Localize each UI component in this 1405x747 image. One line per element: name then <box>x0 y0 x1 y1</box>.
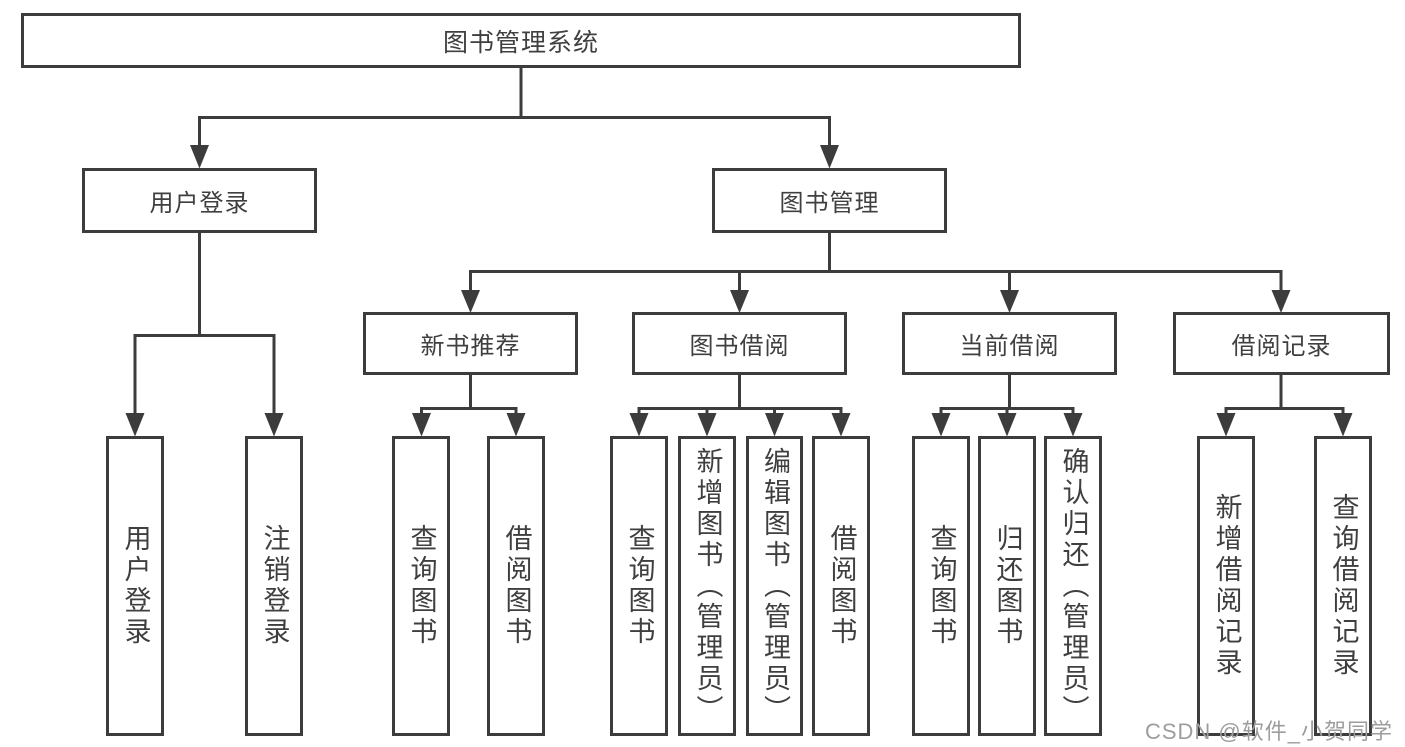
arrow-down-icon <box>461 290 480 313</box>
arrow-down-icon <box>1216 413 1236 437</box>
connector-line <box>939 374 1075 414</box>
arrow-down-icon <box>997 413 1017 437</box>
arrow-down-icon <box>931 413 951 437</box>
node-current-query-book: 查询图书 <box>912 436 970 736</box>
arrow-down-icon <box>730 290 749 313</box>
node-label: 图书管理 <box>779 190 880 217</box>
node-label: 注销登录 <box>259 524 290 648</box>
node-current-borrow: 当前借阅 <box>902 312 1117 375</box>
arrow-down-icon <box>264 413 284 437</box>
node-label: 查询图书 <box>406 524 437 648</box>
arrow-down-icon <box>629 413 649 437</box>
arrow-down-icon <box>697 413 717 437</box>
node-record-add-borrow-record: 新增借阅记录 <box>1197 436 1255 736</box>
connector-line <box>199 68 830 119</box>
node-borrow-borrow-book: 借阅图书 <box>812 436 870 736</box>
node-record-query-borrow-record: 查询借阅记录 <box>1314 436 1372 736</box>
node-leaf-user-login: 用户登录 <box>106 436 164 736</box>
node-current-return-book: 归还图书 <box>978 436 1036 736</box>
arrow-down-icon <box>831 413 851 437</box>
arrow-down-icon <box>1000 290 1019 313</box>
connector-line <box>133 233 276 414</box>
node-label: 查询借阅记录 <box>1328 493 1359 679</box>
node-label: 查询图书 <box>926 524 957 648</box>
arrow-down-icon <box>765 413 784 437</box>
arrow-down-icon <box>125 413 145 437</box>
node-label: 借阅图书 <box>826 524 857 648</box>
node-label: 新书推荐 <box>420 333 521 360</box>
node-label: 用户登录 <box>120 524 151 648</box>
node-label: 归还图书 <box>992 524 1023 648</box>
node-label: 新增借阅记录 <box>1211 493 1242 679</box>
node-borrow-edit-book-admin: 编辑图书（管理员） <box>746 436 803 736</box>
arrow-down-icon <box>1063 413 1083 437</box>
node-label: 借阅图书 <box>501 524 532 648</box>
arrow-down-icon <box>1333 413 1353 437</box>
node-borrow-query-book: 查询图书 <box>610 436 668 736</box>
node-label: 查询图书 <box>624 524 655 648</box>
node-label: 编辑图书（管理员） <box>760 446 790 726</box>
arrow-down-icon <box>506 413 526 437</box>
node-user-login: 用户登录 <box>82 168 317 233</box>
node-label: 确认归还（管理员） <box>1058 446 1089 726</box>
connector-line <box>637 374 843 414</box>
arrow-down-icon <box>412 413 431 437</box>
node-label: 当前借阅 <box>959 333 1060 360</box>
node-label: 用户登录 <box>149 190 250 217</box>
csdn-watermark: CSDN @软件_小贺同学 <box>1144 719 1393 744</box>
node-newbook-query-book: 查询图书 <box>392 436 450 736</box>
arrow-down-icon <box>820 145 839 169</box>
node-label: 图书管理系统 <box>442 28 599 57</box>
node-book-management: 图书管理 <box>712 168 947 233</box>
node-book-borrow: 图书借阅 <box>632 312 847 375</box>
arrow-down-icon <box>1271 290 1291 313</box>
node-current-confirm-return-admin: 确认归还（管理员） <box>1044 436 1102 736</box>
node-borrow-record: 借阅记录 <box>1173 312 1390 375</box>
connector-line <box>470 232 1281 273</box>
arrow-down-icon <box>190 145 209 169</box>
node-newbook-borrow-book: 借阅图书 <box>487 436 545 736</box>
node-library-system: 图书管理系统 <box>21 13 1021 68</box>
connector-line <box>469 270 1283 291</box>
node-new-book-recommend: 新书推荐 <box>363 312 578 375</box>
connector-line <box>420 374 518 414</box>
node-borrow-add-book-admin: 新增图书（管理员） <box>678 436 736 736</box>
node-label: 借阅记录 <box>1231 333 1332 360</box>
node-leaf-logout-login: 注销登录 <box>245 436 303 736</box>
node-label: 图书借阅 <box>689 333 790 360</box>
node-label: 新增图书（管理员） <box>692 446 723 726</box>
connector-line <box>1224 374 1345 414</box>
